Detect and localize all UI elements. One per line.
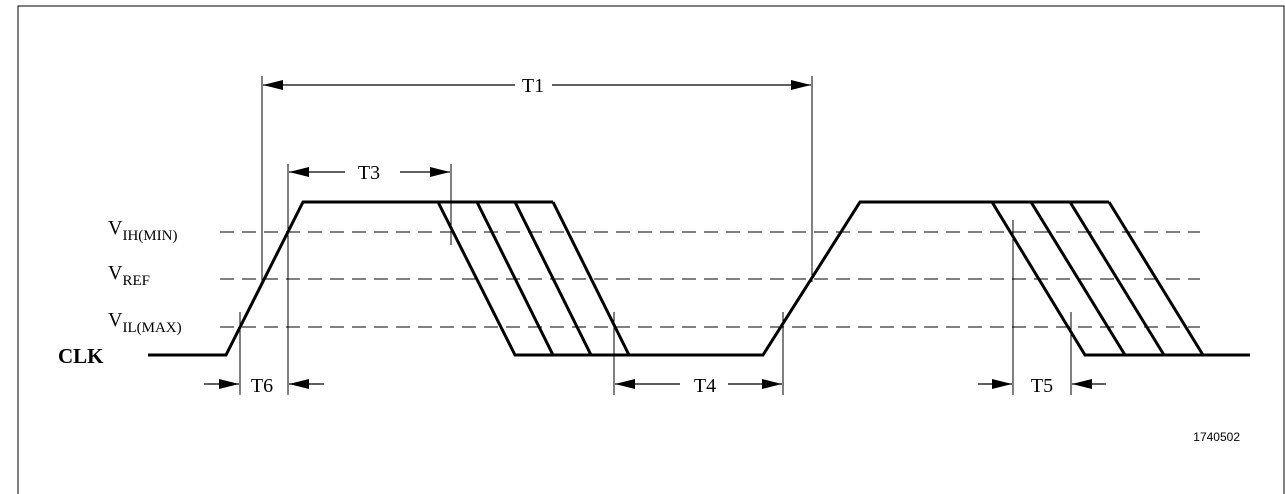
t6-label: T6 [251,375,273,397]
reference-level-lines [220,231,1200,328]
fall-edge-variant-6 [1029,201,1127,356]
fall-edge-variant-3 [513,201,593,356]
figure-id: 1740502 [1193,430,1240,444]
t3-label: T3 [358,162,380,184]
vil-label: VIL(MAX) [108,309,182,336]
figure-frame [17,5,1285,494]
clk-main-trace [148,200,591,357]
t1-label: T1 [522,75,544,97]
fall-edge-variant-7 [1068,201,1166,356]
vref-label: VREF [108,262,150,289]
clk-signal-label: CLK [58,344,104,368]
t5-label: T5 [1031,375,1053,397]
t4-label: T4 [694,375,716,397]
vih-label: VIH(MIN) [108,217,177,244]
clk-waveform [148,200,1250,357]
fall-edge-variant-4 [551,201,631,356]
clk-low-to-high-trace [591,200,1250,357]
extension-lines [239,76,1072,395]
fall-edge-variant-2 [475,201,555,356]
fall-edge-variant-8 [1107,201,1205,356]
